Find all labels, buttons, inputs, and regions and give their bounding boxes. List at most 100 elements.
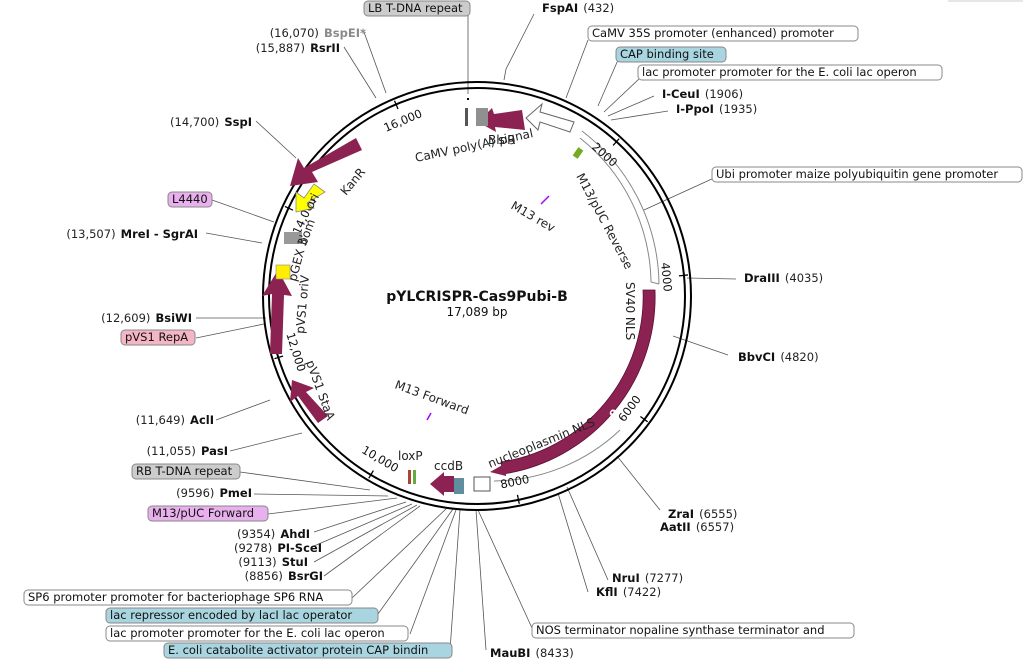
orv-block [275,264,291,280]
ccdb-arrow [430,472,454,496]
callout-l4440: L4440 [167,191,213,208]
callout-cap-bindin: E. coli catabolite activator protein CAP… [163,642,453,659]
callout-pvs1-repa: pVS1 RepA [120,329,196,346]
svg-text:(11,055) PasI: (11,055) PasI [147,440,228,459]
site-pasi: (11,055) PasI [147,440,228,459]
callout-lac-promoter-top: lac promoter promoter for the E. coli la… [637,64,943,81]
svg-text:(15,887) RsrII: (15,887) RsrII [256,37,340,56]
site-ahdi: (9354) AhdI [237,523,310,542]
feature-label-loxp: loxP [398,449,423,463]
site-bbvci: BbvCI (4820) [738,346,819,365]
site-bspei: (16,070) BspEI* [270,22,366,41]
site-nrui: NruI (7277) [612,571,683,585]
svg-text:lac promoter promoter for the: lac promoter promoter for the E. coli la… [110,626,385,640]
tick-label: 4000 [658,262,675,293]
cas9-arrowhead [490,463,506,476]
nucleoplasmin-box [473,476,491,492]
feature-label-camv-polya: CaMV poly(A) signal [414,126,535,165]
site-stui: (9113) StuI [238,555,308,569]
svg-text:FspAI (432): FspAI (432) [542,0,614,16]
backbone-inner [268,87,686,505]
plasmid-name: pYLCRISPR-Cas9Pubi-B [386,289,568,305]
svg-text:MauBI (8433): MauBI (8433) [490,642,574,661]
ubi-promoter-arc [581,130,660,285]
vs1-repa-arrow [262,270,292,354]
tick-mark [640,415,649,423]
blpr-arrow [478,108,525,132]
svg-text:AatII (6557): AatII (6557) [660,516,734,535]
svg-text:CAP binding site: CAP binding site [620,47,714,61]
site-maubi: MauBI (8433) [490,642,574,661]
svg-text:SP6 promoter promoter for bact: SP6 promoter promoter for bacteriophage … [28,590,323,604]
svg-text:lac promoter promoter for the: lac promoter promoter for the E. coli la… [642,65,917,79]
svg-text:(9278) PI-SceI: (9278) PI-SceI [234,537,322,556]
svg-text:I-CeuI (1906): I-CeuI (1906) [662,83,743,102]
tick-label: 10,000 [359,443,401,476]
tick-mark [612,138,620,146]
callout-cap-binding-site: CAP binding site [615,46,727,63]
svg-text:(12,609) BsiWI: (12,609) BsiWI [101,307,192,326]
feature-label-m13-forward: M13 Forward [393,378,471,418]
leader-lines [195,13,737,651]
vs1-staa-arrow [290,380,328,423]
site-i-ceui: I-CeuI (1906) [662,83,743,102]
feature-label-kanr: KanR [338,165,369,198]
ori-arrow [295,183,326,213]
svg-text:(14,700) SspI: (14,700) SspI [170,111,252,130]
feature-label-m13-puc-reverse: M13/pUC Reverse [573,171,635,272]
plasmid-size: 17,089 bp [446,305,507,319]
svg-text:(8856) BsrGI: (8856) BsrGI [245,565,323,584]
site-aatii: AatII (6557) [660,516,734,535]
site-kfli: KflI (7422) [596,581,661,600]
site-draiii: DraIII (4035) [744,267,823,286]
site-bsrgi: (8856) BsrGI [245,565,323,584]
callout-nos-terminator: NOS terminator nopaline synthase termina… [531,622,855,639]
svg-text:L4440: L4440 [172,192,208,206]
site-i-ppoi: I-PpoI (1935) [676,98,757,117]
site-rsrii: (15,887) RsrII [256,37,340,56]
callout-camv35s: CaMV 35S promoter (enhanced) promoter [587,25,859,42]
tick-label: 16,000 [382,106,425,135]
feature-label-blpr: BlpR [488,133,516,147]
tick-mark [678,274,689,277]
tick-mark [284,205,294,211]
svg-text:ZraI (6555): ZraI (6555) [668,503,737,522]
site-sspi: (14,700) SspI [170,111,252,130]
site-mrei-sgrai: (13,507) MreI - SgrAI [66,227,198,241]
svg-text:(9596) PmeI: (9596) PmeI [176,482,252,501]
feature-label-sv40-nls: SV40 NLS [623,282,637,340]
svg-text:LB T-DNA repeat: LB T-DNA repeat [368,1,463,15]
svg-text:(16,070) BspEI*: (16,070) BspEI* [270,22,366,41]
callout-lb-tdna-repeat: LB T-DNA repeat [363,0,471,17]
tick-mark [516,494,520,504]
feature-label-m13-rev: M13 rev [509,198,558,234]
svg-text:lac repressor encoded by lacI: lac repressor encoded by lacI lac operat… [110,608,352,622]
svg-text:CaMV 35S promoter (enhanced) p: CaMV 35S promoter (enhanced) promoter [592,26,834,40]
svg-text:(9354) AhdI: (9354) AhdI [237,523,310,542]
callout-ubi-promoter: Ubi promoter maize polyubiquitin gene pr… [711,166,1023,183]
callout-lac-promoter-bottom: lac promoter promoter for the E. coli la… [105,625,409,642]
svg-text:pVS1 RepA: pVS1 RepA [125,330,188,344]
backbone-outer [262,81,692,511]
site-bsiwi: (12,609) BsiWI [101,307,192,326]
callout-sp6-promoter: SP6 promoter promoter for bacteriophage … [23,589,353,606]
kanr-arrow [290,138,362,186]
svg-text:KflI (7422): KflI (7422) [596,581,661,600]
callout-boxes: LB T-DNA repeat CaMV 35S promoter (enhan… [23,0,1023,659]
callout-rb-tdna-repeat: RB T-DNA repeat [131,463,241,480]
grey-block [284,232,302,244]
svg-text:Ubi promoter maize polyubiquit: Ubi promoter maize polyubiquitin gene pr… [716,167,998,181]
svg-text:NOS terminator nopaline syntha: NOS terminator nopaline synthase termina… [536,623,825,637]
svg-text:RB T-DNA repeat: RB T-DNA repeat [136,464,233,478]
svg-text:DraIII (4035): DraIII (4035) [744,267,823,286]
svg-text:I-PpoI (1935): I-PpoI (1935) [676,98,757,117]
svg-text:M13/pUC Forward: M13/pUC Forward [152,506,254,520]
svg-text:BbvCI (4820): BbvCI (4820) [738,346,819,365]
tick-mark [393,100,399,110]
feature-label-ccdb: ccdB [434,459,463,473]
blpr-block [476,108,488,126]
nos-terminator-arc [493,429,621,482]
tick-mark [368,470,374,479]
tick-mark [274,355,284,360]
